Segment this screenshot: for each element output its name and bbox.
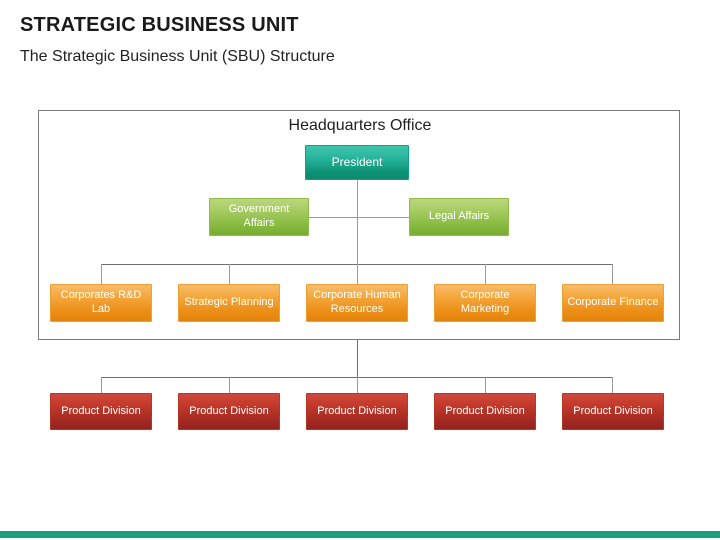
node-product-division-4[interactable]: Product Division bbox=[434, 393, 536, 430]
node-corporate-finance[interactable]: Corporate Finance bbox=[562, 284, 664, 322]
node-president[interactable]: President bbox=[305, 145, 409, 180]
connector-function-drop-2 bbox=[229, 264, 230, 284]
connector-function-drop-3 bbox=[357, 264, 358, 284]
connector-function-drop-5 bbox=[612, 264, 613, 284]
page-title: STRATEGIC BUSINESS UNIT bbox=[20, 14, 299, 36]
headquarters-label: Headquarters Office bbox=[288, 117, 432, 134]
page-subtitle: The Strategic Business Unit (SBU) Struct… bbox=[20, 48, 335, 65]
connector-function-drop-1 bbox=[101, 264, 102, 284]
connector-division-drop-3 bbox=[357, 377, 358, 393]
node-government-affairs[interactable]: Government Affairs bbox=[209, 198, 309, 236]
node-strategic-planning[interactable]: Strategic Planning bbox=[178, 284, 280, 322]
connector-division-drop-4 bbox=[485, 377, 486, 393]
connector-division-drop-5 bbox=[612, 377, 613, 393]
headquarters-frame bbox=[38, 110, 680, 340]
bottom-accent-bar bbox=[0, 531, 720, 538]
connector-function-drop-4 bbox=[485, 264, 486, 284]
node-corporate-marketing[interactable]: Corporate Marketing bbox=[434, 284, 536, 322]
connector-division-drop-2 bbox=[229, 377, 230, 393]
node-product-division-5[interactable]: Product Division bbox=[562, 393, 664, 430]
connector-president-trunk bbox=[357, 180, 358, 268]
node-legal-affairs[interactable]: Legal Affairs bbox=[409, 198, 509, 236]
connector-functions-bus bbox=[101, 264, 612, 265]
node-corporates-rd-lab[interactable]: Corporates R&D Lab bbox=[50, 284, 152, 322]
node-product-division-2[interactable]: Product Division bbox=[178, 393, 280, 430]
connector-divisions-bus bbox=[101, 377, 612, 378]
node-corporate-human-resources[interactable]: Corporate Human Resources bbox=[306, 284, 408, 322]
connector-division-drop-1 bbox=[101, 377, 102, 393]
connector-divisions-trunk bbox=[357, 340, 358, 377]
node-product-division-3[interactable]: Product Division bbox=[306, 393, 408, 430]
node-product-division-1[interactable]: Product Division bbox=[50, 393, 152, 430]
connector-staff-crossbar bbox=[309, 217, 409, 218]
